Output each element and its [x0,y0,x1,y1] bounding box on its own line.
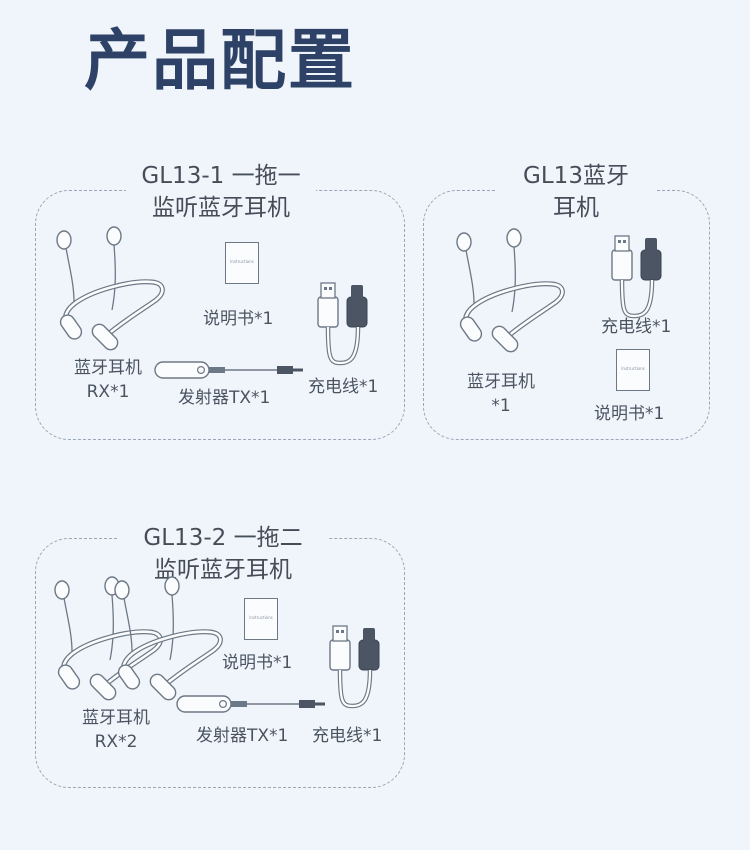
earphone-label: 蓝牙耳机 *1 [455,370,547,418]
earphone-label: 蓝牙耳机 RX*1 [62,356,154,404]
package-title-line1: GL13-2 一拖二 [143,525,303,551]
cable-label: 充电线*1 [312,726,383,746]
cable-label: 充电线*1 [308,377,379,397]
transmitter-image [175,694,327,714]
manual-label: 说明书*1 [222,653,293,673]
package-title-line1: GL13-1 一拖一 [141,163,301,189]
manual-label: 说明书*1 [203,309,274,329]
package-gl13-title: GL13蓝牙 耳机 [496,160,656,224]
earphone-label-line1: 蓝牙耳机 [82,708,150,728]
transmitter-image [153,360,305,380]
package-title-line2: 耳机 [553,195,599,221]
earphone-label-line2: *1 [491,396,511,416]
cable-label: 充电线*1 [601,317,672,337]
package-gl13-2-title: GL13-2 一拖二 监听蓝牙耳机 [118,522,328,586]
manual-image: Instructions [244,598,278,640]
earphone-label-line1: 蓝牙耳机 [467,372,535,392]
package-gl13-1-title: GL13-1 一拖一 监听蓝牙耳机 [126,160,316,224]
manual-label: 说明书*1 [594,404,665,424]
cable-image [612,236,664,320]
transmitter-label: 发射器TX*1 [178,388,271,408]
package-title-line2: 监听蓝牙耳机 [152,195,290,221]
cable-image [330,626,382,710]
earphone-label: 蓝牙耳机 RX*2 [70,706,162,754]
transmitter-label: 发射器TX*1 [196,726,289,746]
earphone-label-line2: RX*2 [94,732,138,752]
headset-image [110,580,230,705]
package-title-line1: GL13蓝牙 [523,163,629,189]
page-title: 产品配置 [84,22,356,99]
manual-image: Instructions [616,349,650,391]
earphone-label-line2: RX*1 [86,382,130,402]
cable-image [318,283,370,367]
headset-image [452,232,572,357]
headset-image [52,230,172,355]
earphone-label-line1: 蓝牙耳机 [74,358,142,378]
manual-image: Instructions [225,242,259,284]
